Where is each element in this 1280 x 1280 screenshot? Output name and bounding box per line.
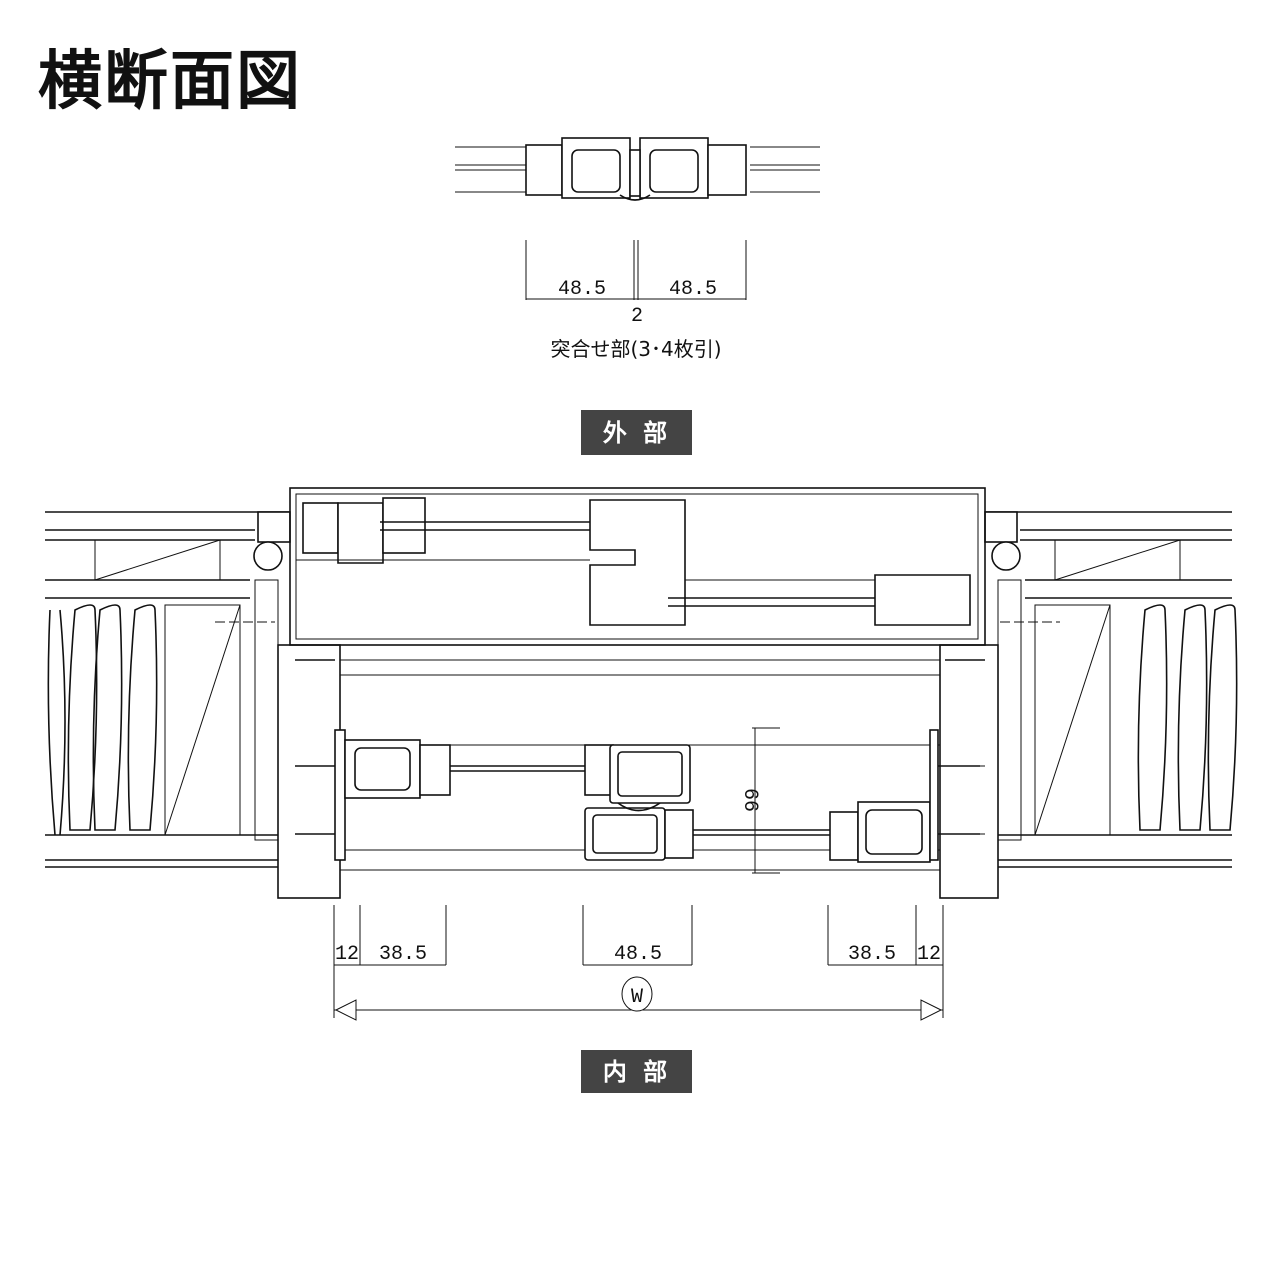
exterior-label: 外 部: [581, 410, 692, 455]
dim-gap: 2: [631, 305, 643, 328]
meeting-section-detail: [455, 137, 820, 201]
svg-text:38.5: 38.5: [848, 943, 896, 966]
left-wall: [45, 511, 291, 868]
bottom-dimensions: 12 38.5 48.5 38.5 12 W: [333, 905, 944, 1021]
interior-label: 内 部: [581, 1050, 692, 1093]
dimension-66: 66: [738, 727, 780, 874]
interior-sashes: [295, 729, 985, 863]
meeting-dimensions: 48.5 48.5 2 突合せ部(3･4枚引): [525, 240, 747, 361]
dim-66: 66: [738, 788, 761, 812]
svg-text:外 部: 外 部: [603, 419, 671, 447]
meeting-caption: 突合せ部(3･4枚引): [550, 337, 721, 361]
right-wall: [984, 511, 1238, 868]
left-jamb: [277, 644, 341, 899]
svg-text:12: 12: [335, 943, 359, 966]
svg-text:内 部: 内 部: [603, 1058, 671, 1086]
page-title: 横断面図: [38, 45, 302, 119]
right-jamb: [935, 644, 999, 899]
svg-text:38.5: 38.5: [379, 943, 427, 966]
outer-frame: [289, 487, 986, 646]
svg-text:12: 12: [917, 943, 941, 966]
overall-width-label: W: [631, 986, 643, 1009]
dim-right: 48.5: [669, 278, 717, 301]
svg-text:48.5: 48.5: [614, 943, 662, 966]
dim-left: 48.5: [558, 278, 606, 301]
